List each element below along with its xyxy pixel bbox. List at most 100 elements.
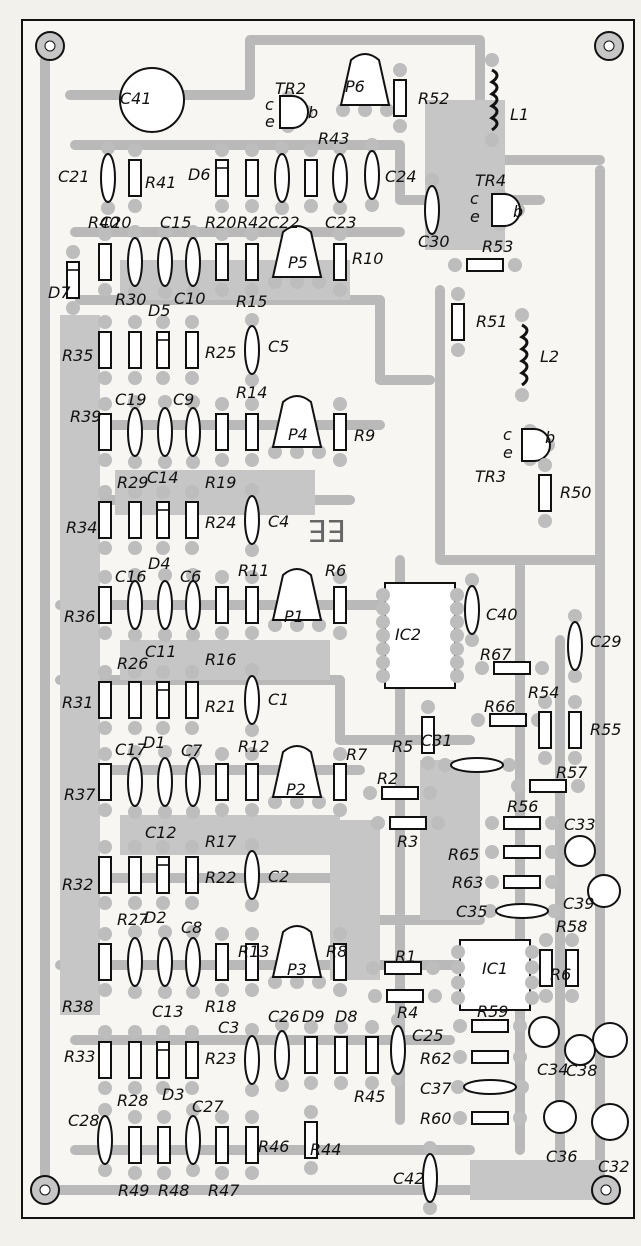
- solder-pad: [156, 485, 170, 499]
- solder-pad: [98, 1163, 112, 1177]
- resistor-body: [245, 763, 259, 801]
- solder-pad: [98, 485, 112, 499]
- solder-pad: [525, 975, 539, 990]
- solder-pad: [186, 285, 200, 299]
- trimmer-pot-body: [271, 395, 323, 448]
- solder-pad: [304, 143, 318, 157]
- solder-pad: [268, 445, 282, 459]
- solder-pad: [245, 543, 259, 557]
- inductor-coil: [519, 323, 529, 387]
- solder-pad: [158, 225, 172, 239]
- resistor-label: R56: [507, 797, 538, 816]
- capacitor-body: [495, 903, 549, 919]
- pot-label: P3: [287, 960, 307, 979]
- resistor-body: [128, 331, 142, 369]
- pin-label: e: [503, 443, 513, 462]
- solder-pad: [423, 786, 437, 800]
- resistor-body: [421, 716, 435, 754]
- capacitor-label: C5: [268, 337, 289, 356]
- solder-pad: [185, 840, 199, 854]
- transistor-body: [279, 95, 309, 129]
- electrolytic-capacitor-body: [119, 67, 185, 133]
- solder-pad: [290, 795, 304, 809]
- solder-pad: [128, 628, 142, 642]
- solder-pad: [365, 138, 379, 152]
- solder-pad: [465, 573, 479, 587]
- resistor-body: [98, 243, 112, 281]
- solder-pad: [98, 1103, 112, 1117]
- resistor-body: [471, 1111, 509, 1125]
- resistor-body: [215, 243, 229, 281]
- resistor-label: R41: [145, 173, 176, 192]
- capacitor-label: C38: [566, 1061, 598, 1080]
- trimmer-pot-body: [271, 745, 323, 798]
- capacitor-body: [244, 850, 260, 900]
- pot-label: P6: [345, 77, 365, 96]
- resistor-label: R30: [115, 290, 146, 309]
- solder-pad: [215, 199, 229, 213]
- solder-pad: [185, 896, 199, 910]
- solder-pad: [98, 840, 112, 854]
- electrolytic-capacitor-body: [564, 1034, 596, 1066]
- resistor-label: R46: [258, 1137, 289, 1156]
- resistor-body: [503, 845, 541, 859]
- diode-label: D8: [335, 1007, 358, 1026]
- resistor-label: R5: [392, 737, 413, 756]
- solder-pad: [185, 665, 199, 679]
- component-label: TR2: [275, 79, 306, 98]
- capacitor-body: [185, 580, 201, 630]
- solder-pad: [450, 669, 464, 683]
- solder-pad: [515, 308, 529, 322]
- solder-pad: [128, 665, 142, 679]
- capacitor-label: C22: [268, 213, 300, 232]
- capacitor-label: C28: [68, 1111, 100, 1130]
- resistor-label: R50: [560, 483, 591, 502]
- resistor-label: R33: [64, 1047, 95, 1066]
- resistor-label: R45: [354, 1087, 385, 1106]
- electrolytic-capacitor-body: [564, 835, 596, 867]
- capacitor-body: [127, 757, 143, 807]
- resistor-body: [215, 943, 229, 981]
- resistor-label: R43: [318, 129, 349, 148]
- solder-pad: [453, 1050, 467, 1064]
- solder-pad: [365, 1020, 379, 1034]
- capacitor-label: C24: [385, 167, 417, 186]
- resistor-label: R65: [448, 845, 479, 864]
- solder-pad: [128, 199, 142, 213]
- solder-pad: [158, 395, 172, 409]
- resistor-body: [185, 331, 199, 369]
- solder-pad: [513, 1050, 527, 1064]
- electrolytic-capacitor-body: [587, 874, 621, 908]
- solder-pad: [568, 669, 582, 683]
- capacitor-label: C21: [58, 167, 90, 186]
- capacitor-label: C9: [173, 390, 194, 409]
- solder-pad: [511, 779, 525, 793]
- resistor-body: [215, 586, 229, 624]
- solder-pad: [215, 397, 229, 411]
- resistor-label: R14: [236, 383, 267, 402]
- solder-pad: [451, 960, 465, 975]
- capacitor-body: [185, 407, 201, 457]
- resistor-label: R28: [117, 1091, 148, 1110]
- capacitor-label: C12: [145, 823, 177, 842]
- solder-pad: [128, 1025, 142, 1039]
- capacitor-body: [100, 153, 116, 203]
- diode-body: [156, 856, 170, 894]
- capacitor-label: C33: [564, 815, 596, 834]
- components: [66, 53, 629, 1215]
- solder-pad: [525, 960, 539, 975]
- resistor-body: [98, 943, 112, 981]
- resistor-label: R66: [484, 697, 515, 716]
- capacitor-body: [97, 1115, 113, 1165]
- solder-pad: [304, 1020, 318, 1034]
- diode-body: [156, 331, 170, 369]
- resistor-body: [128, 159, 142, 197]
- solder-pad: [186, 985, 200, 999]
- solder-pad: [431, 816, 445, 830]
- solder-pad: [215, 927, 229, 941]
- resistor-body: [466, 258, 504, 272]
- solder-pad: [312, 275, 326, 289]
- solder-pad: [128, 985, 142, 999]
- solder-pad: [245, 373, 259, 387]
